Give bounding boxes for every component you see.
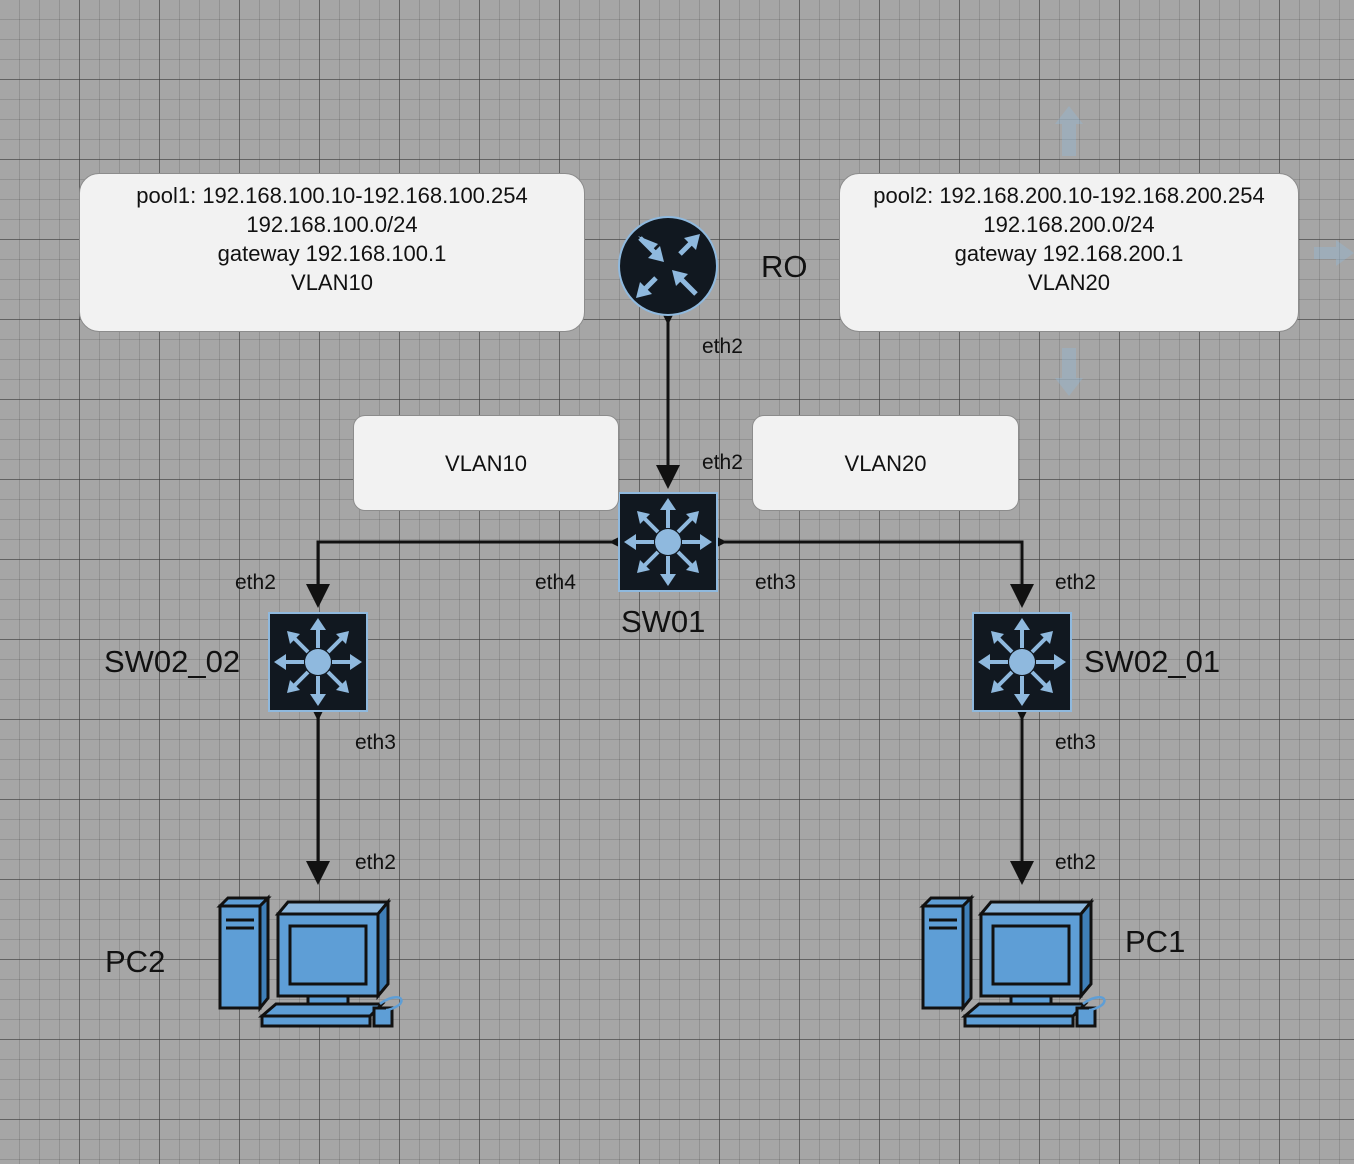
pool1-gateway: gateway 192.168.100.1 [217, 241, 447, 266]
port-ro-eth2: eth2 [702, 335, 743, 358]
pool2-gateway: gateway 192.168.200.1 [954, 241, 1184, 266]
faint-arrow-up-icon [1055, 106, 1083, 156]
vlan20-box[interactable]: VLAN20 [752, 415, 1019, 511]
port-pc1-eth2: eth2 [1055, 851, 1096, 874]
faint-arrow-down-icon [1055, 348, 1083, 396]
port-sw0201-eth2: eth2 [1055, 571, 1096, 594]
link-sw01-sw0201[interactable] [703, 530, 1034, 608]
vlan10-label: VLAN10 [445, 450, 527, 476]
access-switch-right-label: SW02_01 [1084, 644, 1221, 679]
vlan20-label: VLAN20 [844, 450, 927, 476]
port-sw0202-eth3: eth3 [355, 731, 396, 754]
pool2-range: pool2: 192.168.200.10-192.168.200.254 [873, 183, 1265, 208]
access-switch-sw0201-icon[interactable] [972, 612, 1072, 712]
pc2-computer-icon[interactable] [218, 896, 403, 1028]
pool2-vlan: VLAN20 [1028, 270, 1110, 295]
faint-arrow-right-icon [1314, 240, 1354, 266]
core-switch-sw01-icon[interactable] [618, 492, 718, 592]
pool2-info-box[interactable]: pool2: 192.168.200.10-192.168.200.254 19… [839, 173, 1299, 332]
pool1-info-box[interactable]: pool1: 192.168.100.10-192.168.100.254 19… [79, 173, 585, 332]
port-sw0202-eth2: eth2 [235, 571, 276, 594]
pc-right-label: PC1 [1125, 924, 1186, 959]
port-pc2-eth2: eth2 [355, 851, 396, 874]
links [306, 301, 1034, 885]
core-switch-label: SW01 [621, 604, 706, 639]
port-sw01-eth4: eth4 [535, 571, 576, 594]
pool1-subnet: 192.168.100.0/24 [246, 212, 418, 237]
pool1-range: pool1: 192.168.100.10-192.168.100.254 [136, 183, 528, 208]
pc1-computer-icon[interactable] [921, 896, 1106, 1028]
access-switch-left-label: SW02_02 [104, 644, 241, 679]
pool2-subnet: 192.168.200.0/24 [983, 212, 1155, 237]
port-sw0201-eth3: eth3 [1055, 731, 1096, 754]
access-switch-sw0202-icon[interactable] [268, 612, 368, 712]
vlan10-box[interactable]: VLAN10 [353, 415, 619, 511]
pc-left-label: PC2 [105, 944, 166, 979]
router-icon[interactable] [618, 216, 718, 316]
router-label: RO [761, 249, 808, 284]
link-sw01-sw0202[interactable] [306, 530, 633, 608]
port-sw01-eth2: eth2 [702, 451, 743, 474]
pool1-vlan: VLAN10 [291, 270, 373, 295]
port-sw01-eth3: eth3 [755, 571, 796, 594]
